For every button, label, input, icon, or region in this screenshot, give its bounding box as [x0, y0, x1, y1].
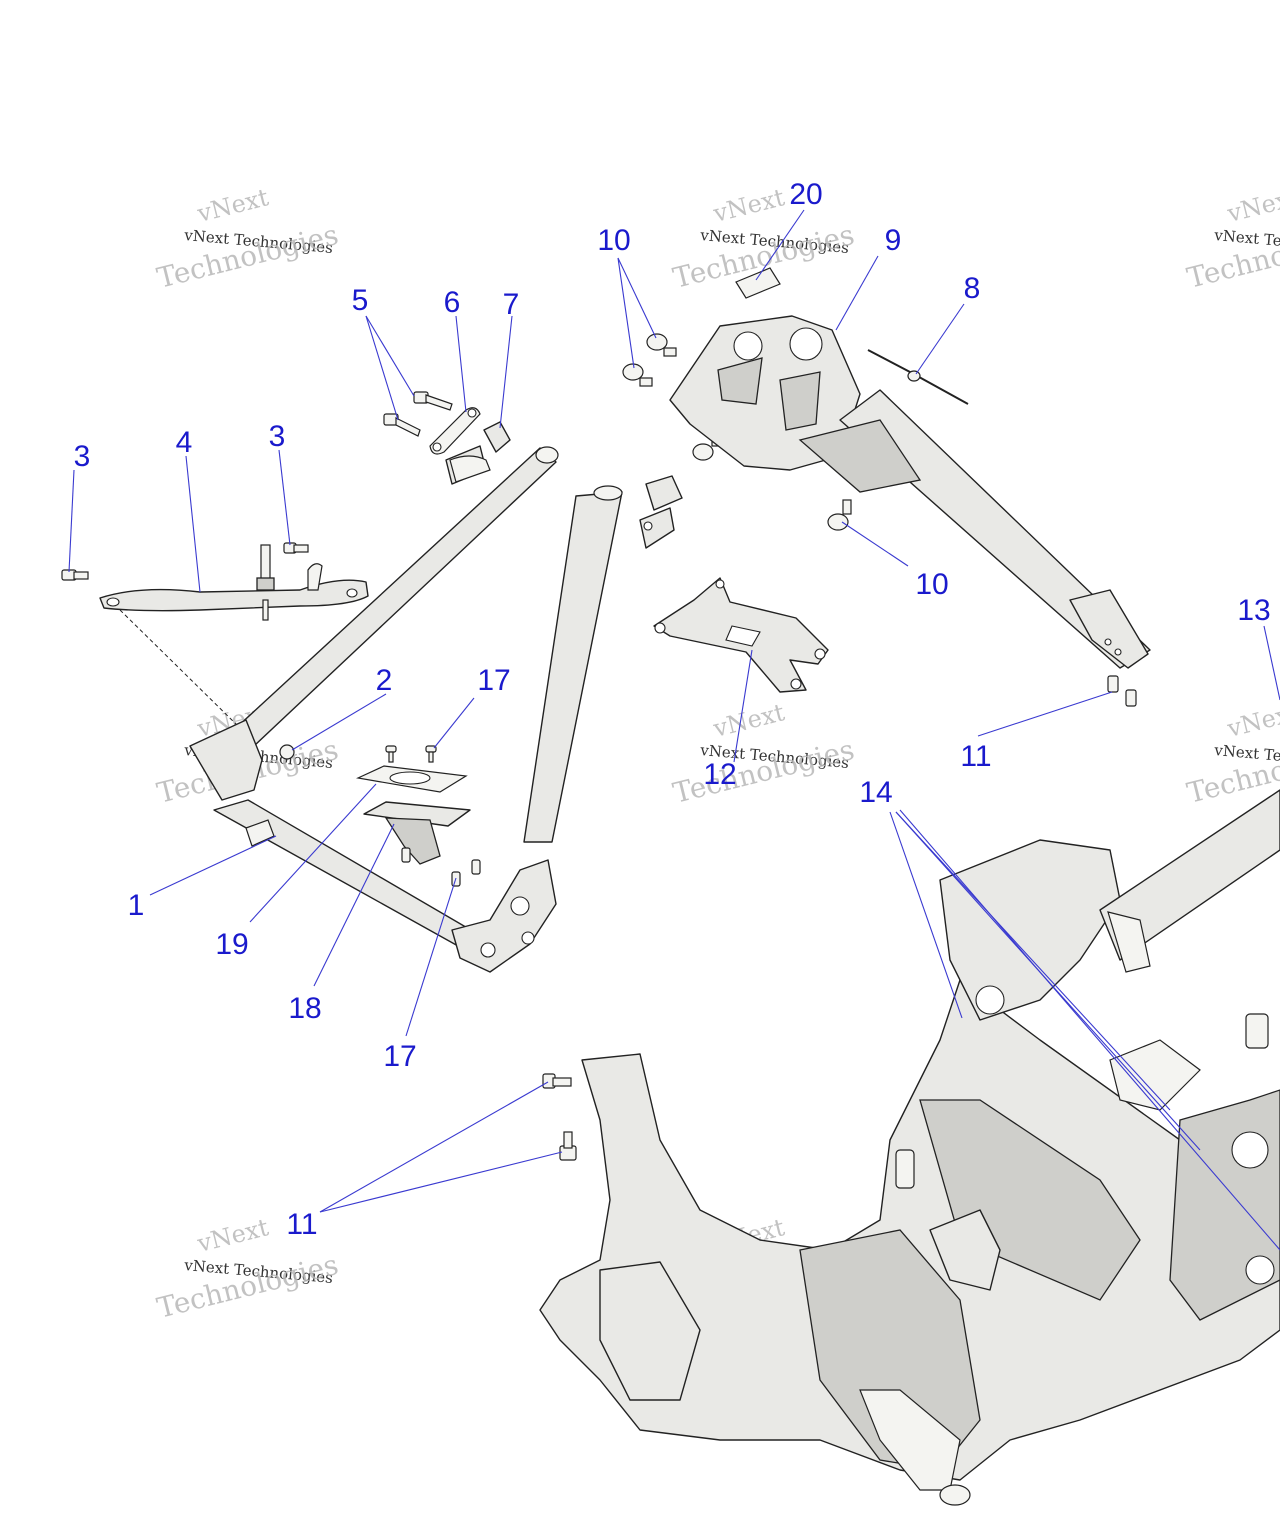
main-chassis [539, 789, 1280, 1506]
callout-19: 19 [215, 928, 248, 961]
part-10-clamp [827, 499, 852, 531]
callout-20: 20 [789, 178, 822, 211]
part-11-screws [1107, 675, 1137, 707]
part-clamp-pair [639, 475, 683, 549]
watermark: vNext vNext Technologies Technologies [670, 698, 858, 810]
callout-4: 4 [176, 426, 193, 459]
part-11-screw [559, 1131, 577, 1161]
callout-12: 12 [703, 758, 736, 791]
watermark: vNext vNext Technologies Technologies [1184, 183, 1280, 295]
callout-1: 1 [128, 889, 145, 922]
svg-text:vNext: vNext [710, 183, 788, 228]
callout-3: 3 [269, 420, 286, 453]
svg-text:Technologies: Technologies [670, 733, 858, 810]
part-20-label [735, 267, 781, 299]
callout-8: 8 [964, 272, 981, 305]
callout-7: 7 [503, 288, 520, 321]
part-7-clamp [445, 421, 511, 485]
part-1-lower-frame [189, 446, 623, 973]
callout-3: 3 [74, 440, 91, 473]
callout-6: 6 [444, 286, 461, 319]
part-4-bracket [99, 544, 369, 621]
part-6-link [429, 407, 481, 455]
callout-17: 17 [383, 1040, 416, 1073]
part-10-clamp [622, 363, 653, 387]
svg-text:vNext: vNext [710, 698, 788, 743]
svg-text:vNext: vNext [1224, 698, 1280, 743]
svg-text:vNext: vNext [194, 1213, 272, 1258]
callout-10: 10 [915, 568, 948, 601]
part-19-gasket [355, 765, 468, 793]
part-2-nut [279, 744, 295, 760]
part-17-screw [425, 745, 437, 763]
part-3-bolt [283, 542, 309, 554]
callout-11: 11 [286, 1208, 317, 1241]
callout-5: 5 [352, 284, 369, 317]
callout-17: 17 [477, 664, 510, 697]
callout-14: 14 [859, 776, 892, 809]
part-5-bolt [383, 413, 421, 437]
part-3-bolt [61, 569, 89, 581]
part-9-upper-frame [669, 315, 1151, 669]
svg-text:Technologies: Technologies [154, 218, 342, 295]
callout-2: 2 [376, 664, 393, 697]
part-11-screw [542, 1073, 572, 1089]
callout-10: 10 [597, 224, 630, 257]
part-12-plate [653, 577, 829, 693]
watermark: vNext vNext Technologies Technologies [670, 183, 858, 295]
callout-13: 13 [1237, 594, 1270, 627]
part-5-bolt [413, 391, 453, 411]
watermark: vNext vNext Technologies Technologies [154, 183, 342, 295]
callout-11: 11 [960, 740, 991, 773]
watermark: vNext vNext Technologies Technologies [1184, 698, 1280, 810]
part-10-clamp [646, 333, 677, 357]
part-18-mount-plate [363, 801, 471, 865]
svg-text:vNext: vNext [1224, 183, 1280, 228]
svg-text:vNext: vNext [194, 183, 272, 228]
callout-18: 18 [288, 992, 321, 1025]
dashed-alignment-line [119, 609, 241, 729]
callouts: 1 2 3 3 4 5 6 7 8 9 10 10 11 11 12 13 14… [74, 178, 1271, 1241]
part-17-screw [385, 745, 397, 763]
callout-9: 9 [885, 224, 902, 257]
svg-text:Technologies: Technologies [154, 1248, 342, 1325]
leader-lines [68, 209, 1280, 1251]
